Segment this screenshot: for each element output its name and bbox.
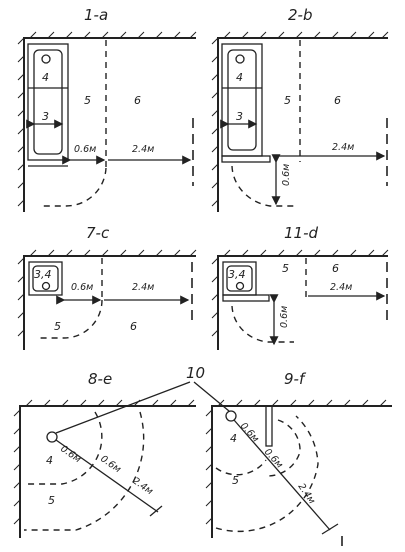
callout-10-leader-left — [55, 381, 191, 434]
diagram-9f-inner-arc — [215, 459, 267, 476]
diagram-7c-dim-06: 0.6м — [71, 282, 93, 293]
diagram-11d-zone-5: 5 — [282, 262, 289, 275]
diagram-11d-walls — [217, 255, 388, 350]
diagram-11d-shower-inner — [226, 265, 253, 292]
diagram-11d: 11-d 3,4 5 6 0.6м 2.4м — [211, 224, 389, 350]
diagram-2b-dim-06: 0.6м — [281, 164, 292, 186]
diagram-11d-zone-6: 6 — [332, 262, 339, 275]
diagram-9f-outer-arc — [215, 415, 319, 533]
diagram-2b-zone-arc — [231, 165, 296, 207]
diagram-9f-hatch — [205, 399, 387, 525]
diagram-11d-zone-34: 3,4 — [228, 268, 246, 281]
diagram-1a-zone-4: 4 — [42, 71, 49, 84]
diagram-2b-title: 2-b — [288, 6, 312, 24]
diagram-2b-bath-drain — [235, 54, 245, 64]
diagram-8e-outer-arc — [24, 411, 145, 531]
diagram-9f-walls — [211, 405, 392, 538]
diagram-7c-shower-inner — [32, 265, 59, 292]
diagram-8e-inner-arc — [24, 411, 103, 485]
diagram-7c-zone-5: 5 — [54, 320, 61, 333]
diagram-1a-hatch — [17, 31, 197, 207]
diagram-1a-dim-24: 2.4м — [132, 144, 154, 155]
diagram-8e-walls — [19, 405, 196, 538]
diagram-8e-title: 8-e — [88, 370, 112, 388]
diagram-8e-dim-06a: 0.6м — [58, 443, 83, 465]
diagram-9f-partition — [265, 405, 273, 447]
diagram-1a-dim-06: 0.6м — [74, 144, 96, 155]
diagram-9f-zone-5: 5 — [232, 474, 239, 487]
diagram-9f-dim-06a: 0.6м — [238, 421, 261, 445]
diagram-9f-title: 9-f — [284, 370, 307, 388]
diagram-1a-bath-inner — [33, 49, 63, 155]
diagram-11d-dim-24: 2.4м — [330, 282, 352, 293]
diagram-2b-hatch — [211, 31, 389, 207]
diagram-2b-zone-3: 3 — [236, 110, 243, 123]
diagram-7c-title: 7-c — [86, 224, 110, 242]
diagram-8e-hatch — [13, 399, 195, 525]
diagram-7c-shower-tray — [28, 261, 63, 296]
diagram-1a-bath — [27, 43, 69, 161]
diagram-1a-bath-drain — [41, 54, 51, 64]
diagram-2b-dim-24: 2.4м — [332, 142, 354, 153]
diagram-1a-zone-arc — [40, 167, 107, 207]
diagram-9f-dim-06b: 0.6м — [262, 447, 285, 471]
diagram-2b-bath-inner — [227, 49, 257, 151]
diagram-7c-zone-arc — [40, 299, 103, 339]
diagram-11d-shower-drain — [235, 281, 245, 291]
diagram-1a-title: 1-a — [84, 6, 108, 24]
diagram-7c-zone-6: 6 — [130, 320, 137, 333]
diagram-7c-shower-drain — [41, 281, 51, 291]
diagram-1a-zone-3: 3 — [42, 110, 49, 123]
diagram-7c-zone-34: 3,4 — [34, 268, 52, 281]
callout-10-label: 10 — [186, 364, 205, 382]
diagram-2b: 2-b 4 3 5 6 0.6м 2.4м — [211, 6, 389, 212]
diagram-8e-radius-line — [55, 439, 159, 513]
callout-10: 10 — [55, 364, 230, 434]
callout-10-leader-right — [193, 381, 230, 412]
diagram-9f-shower-head — [225, 410, 237, 422]
diagram-11d-hatch — [211, 249, 389, 337]
diagram-8e-dim-24: 2.4м — [130, 475, 155, 497]
diagram-7c: 7-c 3,4 0.6м 2.4м 5 6 — [17, 224, 197, 350]
diagram-8e-shower-head — [46, 431, 58, 443]
diagram-7c-hatch — [17, 249, 197, 337]
diagram-11d-screen — [222, 294, 270, 302]
diagram-1a-walls — [23, 37, 196, 212]
diagram-8e-zone-5: 5 — [48, 494, 55, 507]
diagram-2b-walls — [217, 37, 388, 212]
diagram-1a-zone-6: 6 — [134, 94, 141, 107]
diagram-1a: 1-a 4 3 5 6 0.6м 2.4м — [17, 6, 197, 212]
diagram-9f: 9-f 0.6м 0.6м 2.4м 4 5 — [205, 370, 392, 546]
diagram-2b-zone-4: 4 — [236, 71, 243, 84]
diagram-8e-zone-4: 4 — [46, 454, 53, 467]
diagram-11d-title: 11-d — [284, 224, 318, 242]
diagram-7c-dim-24: 2.4м — [132, 282, 154, 293]
diagram-9f-side-arc — [267, 419, 301, 477]
diagram-9f-radius-line — [233, 419, 331, 531]
diagram-2b-zone-6: 6 — [334, 94, 341, 107]
diagram-1a-zone-5: 5 — [84, 94, 91, 107]
diagram-2b-zone-5: 5 — [284, 94, 291, 107]
diagram-2b-screen — [221, 155, 271, 163]
diagram-9f-zone-4: 4 — [230, 432, 237, 445]
diagram-11d-dim-06: 0.6м — [279, 306, 290, 328]
diagram-8e: 8-e 0.6м 0.6м 2.4м 4 5 — [13, 370, 196, 538]
